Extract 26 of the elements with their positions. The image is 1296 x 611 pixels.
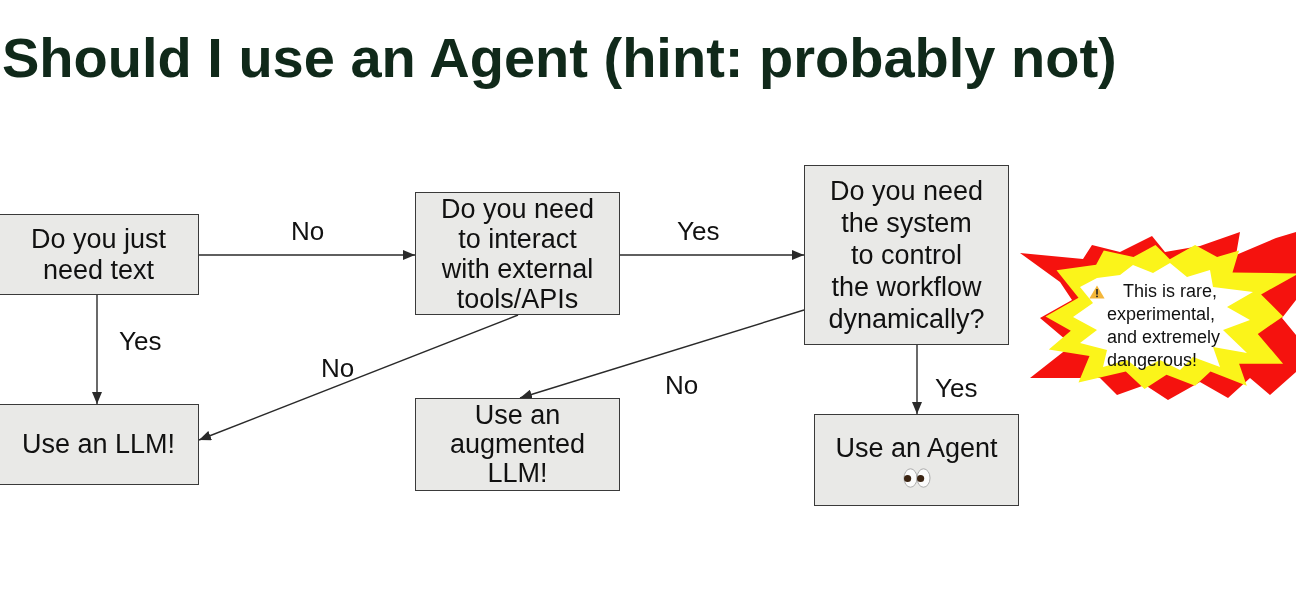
outcome-text: Use an augmented LLM! [449, 401, 586, 488]
decision-box [0, 214, 199, 295]
result-box [415, 398, 620, 491]
decision-box [415, 192, 620, 315]
edge-label: No [321, 353, 355, 383]
outcome-text: Use an Agent [835, 432, 998, 464]
arrow [198, 314, 519, 441]
arrow [519, 309, 805, 400]
result-box [0, 404, 199, 485]
warning-text: This is rare, experimental, and extremely dangerous! [1107, 280, 1222, 372]
decision-box [804, 165, 1009, 345]
question-text: Do you just need text [30, 223, 167, 286]
outcome-text: Use an LLM! [21, 429, 176, 460]
edge-label: No [665, 370, 699, 400]
edge-label: Yes [935, 373, 978, 403]
question-text: Do you need the system to control the workflow dynamically? [828, 175, 985, 335]
question-text: Do you need to interact with external tools/APIs [440, 193, 595, 314]
title: Should I use an Agent (hint: probably not) [2, 26, 1117, 90]
arrow [92, 294, 102, 405]
edge-label: Yes [119, 326, 162, 356]
edge-label: No [291, 216, 325, 246]
arrow [198, 250, 416, 260]
edge-label: Yes [677, 216, 720, 246]
arrow [912, 344, 922, 415]
result-box [814, 414, 1019, 506]
arrow [619, 250, 805, 260]
